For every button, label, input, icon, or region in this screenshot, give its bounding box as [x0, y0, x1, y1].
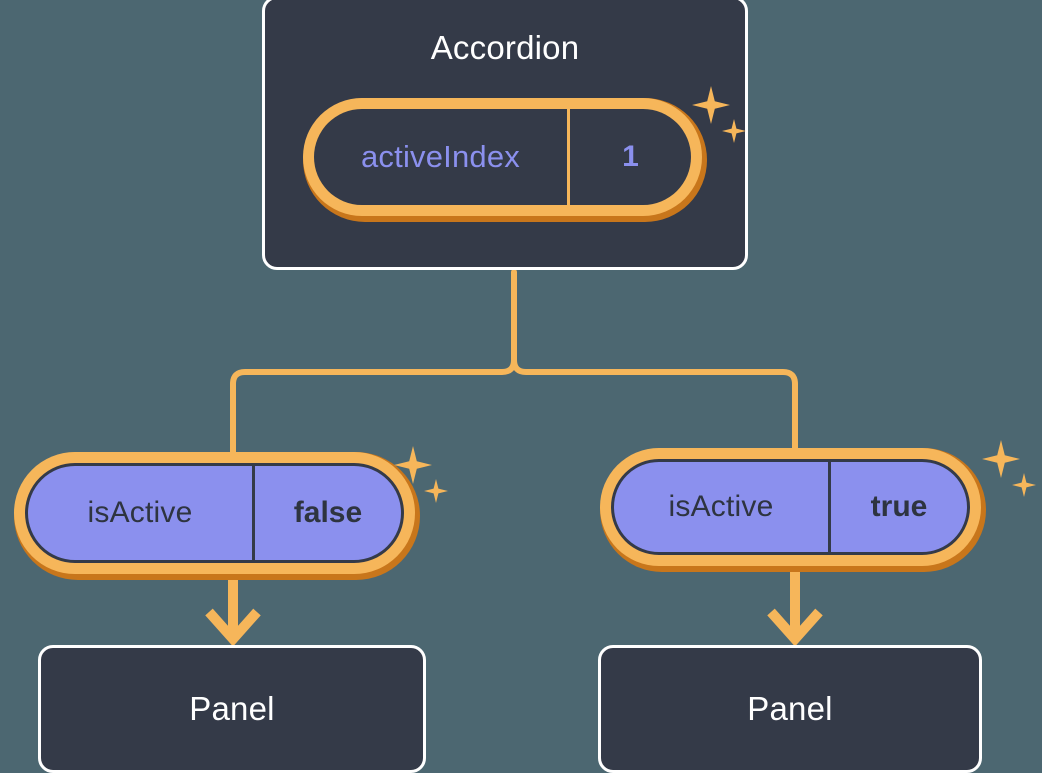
prop-key-label: isActive [87, 496, 193, 529]
pill-divider [828, 462, 831, 552]
state-value-label: 1 [622, 140, 639, 173]
sparkle-icon [424, 479, 448, 503]
prop-value-label: false [293, 496, 363, 529]
node-panel-right[interactable]: Panel [598, 645, 982, 773]
arrow-left-head [205, 608, 261, 647]
connector-branch-left [230, 355, 517, 465]
prop-key-label: isActive [668, 490, 774, 523]
connector-branch-right [511, 355, 798, 461]
pill-inner: activeIndex 1 [314, 109, 691, 205]
sparkle-icon [1012, 473, 1036, 497]
prop-pill-isactive-true[interactable]: isActive true [600, 448, 986, 572]
node-panel-left[interactable]: Panel [38, 645, 426, 773]
state-key-label: activeIndex [360, 139, 521, 174]
accordion-title: Accordion [430, 29, 580, 66]
pill-inner: isActive false [25, 463, 404, 563]
arrow-right-head [767, 608, 823, 647]
panel-title: Panel [747, 690, 833, 727]
pill-divider [252, 466, 255, 560]
prop-value-label: true [870, 490, 928, 523]
sparkle-icon [982, 440, 1020, 478]
pill-divider [567, 109, 570, 205]
panel-title: Panel [189, 690, 275, 727]
prop-pill-isactive-false[interactable]: isActive false [14, 452, 420, 580]
sparkle-group-right [982, 440, 1042, 510]
state-pill-activeindex[interactable]: activeIndex 1 [303, 98, 707, 222]
pill-inner: isActive true [611, 459, 970, 555]
